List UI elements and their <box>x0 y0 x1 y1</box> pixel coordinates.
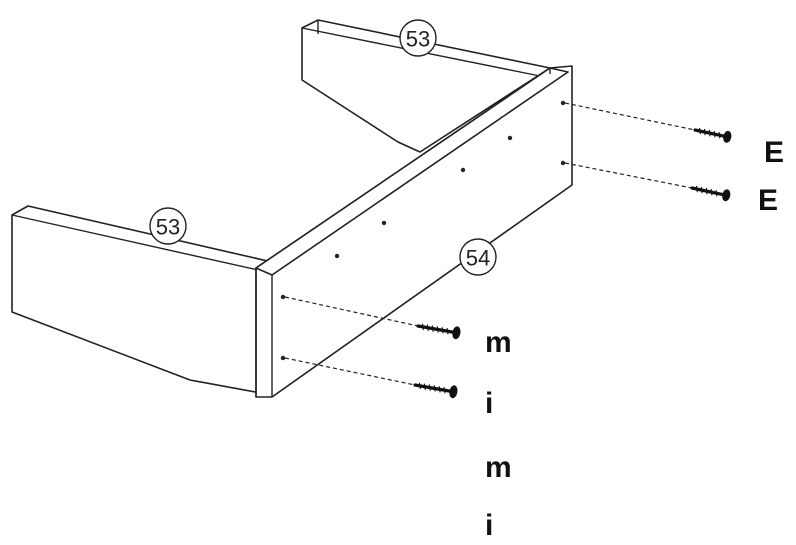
hole <box>460 167 466 173</box>
hole <box>560 160 566 166</box>
front-panel <box>255 65 573 398</box>
callout-front-panel: 54 <box>459 238 497 276</box>
side-panel-left <box>11 205 273 396</box>
hardware-label: m <box>485 451 512 484</box>
hardware-label: E <box>758 184 779 217</box>
hardware-label: E <box>764 136 785 169</box>
callout-label: 54 <box>466 246 490 271</box>
screw-icon <box>693 127 732 143</box>
callout-top-side-panel: 53 <box>399 19 437 57</box>
hole <box>280 355 286 361</box>
hardware-label: i <box>485 509 494 542</box>
screw-icon <box>416 323 461 340</box>
hole <box>280 294 286 300</box>
hole <box>560 100 566 106</box>
callout-label: 53 <box>406 27 430 52</box>
hardware-label: m <box>485 326 512 359</box>
guide-lines <box>284 102 696 386</box>
callout-label: 53 <box>156 215 180 240</box>
hole <box>334 253 340 259</box>
hardware-label: i <box>485 387 494 420</box>
callout-left-side-panel: 53 <box>149 207 187 245</box>
screw-icon <box>413 382 458 399</box>
panel-holes <box>280 100 566 361</box>
hole <box>507 135 513 141</box>
screw-icon <box>690 185 731 202</box>
hole <box>381 220 387 226</box>
